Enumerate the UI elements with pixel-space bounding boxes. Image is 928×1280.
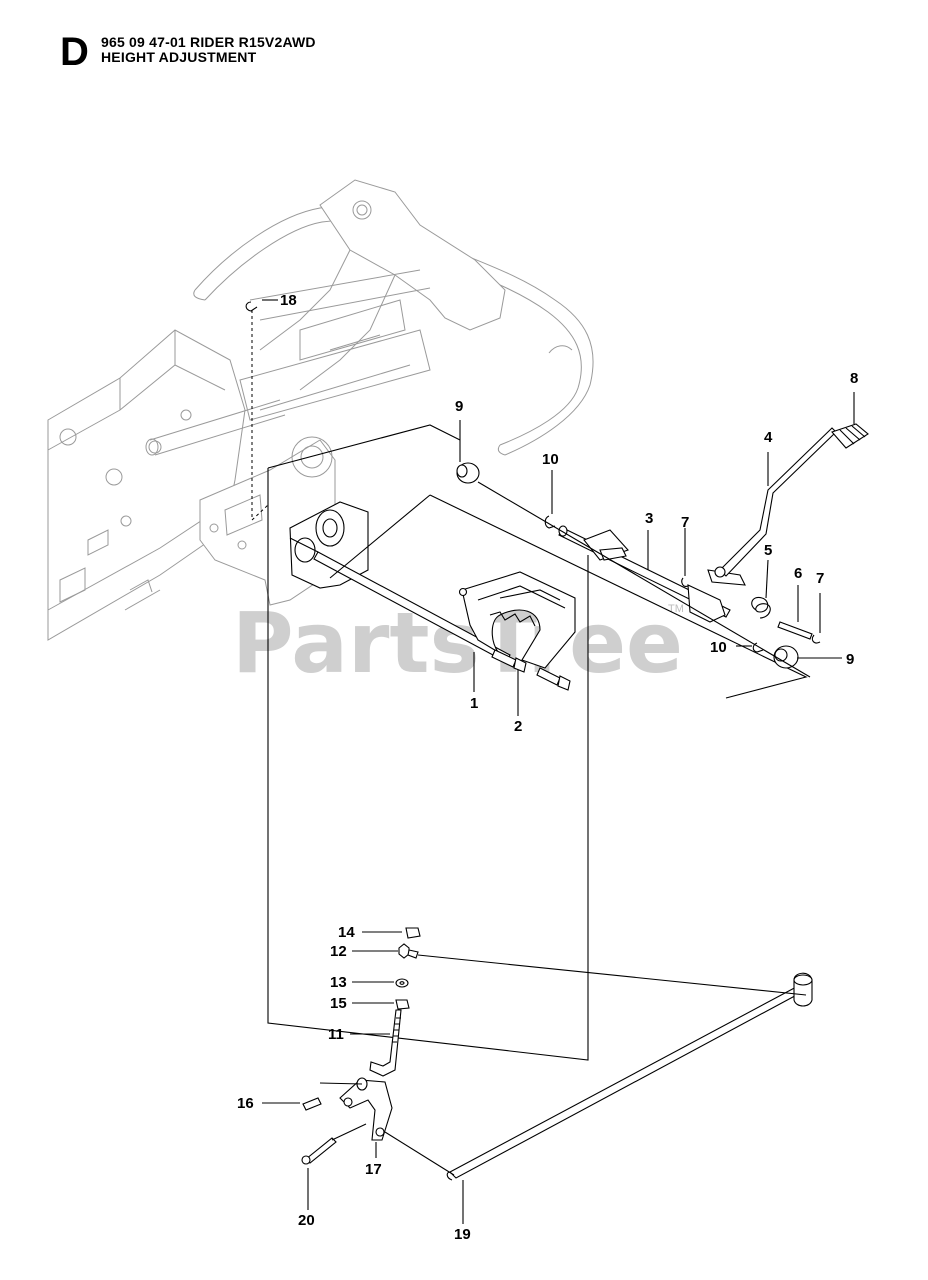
lower-linkage <box>301 927 813 1181</box>
height-lever <box>714 427 837 578</box>
watermark: PartsTree TM <box>232 594 684 692</box>
watermark-trademark: TM <box>668 603 684 615</box>
callout-12: 12 <box>330 943 347 960</box>
callout-10-lower: 10 <box>710 639 727 656</box>
callout-9-lower: 9 <box>846 651 854 668</box>
leader-lines-upper <box>262 299 855 716</box>
callout-labels: 18 8 9 4 10 3 7 5 6 7 10 9 1 2 14 12 13 … <box>237 292 858 1243</box>
callout-20: 20 <box>298 1212 315 1229</box>
callout-2: 2 <box>514 718 522 735</box>
callout-7-lower: 7 <box>816 570 824 587</box>
bushing-lower <box>773 645 799 669</box>
assembly-outline-frame <box>251 310 808 1061</box>
diagram-title-model: 965 09 47-01 RIDER R15V2AWD <box>101 34 316 50</box>
bushing-upper <box>456 462 480 484</box>
bolts <box>491 649 571 691</box>
callout-13: 13 <box>330 974 347 991</box>
lever-knob <box>831 423 869 449</box>
callout-15: 15 <box>330 995 347 1012</box>
callout-16: 16 <box>237 1095 254 1112</box>
callout-3: 3 <box>645 510 653 527</box>
callout-9-upper: 9 <box>455 398 463 415</box>
callout-4: 4 <box>764 429 773 446</box>
callout-8: 8 <box>850 370 858 387</box>
retaining-clips <box>245 301 821 653</box>
callout-11: 11 <box>328 1026 344 1043</box>
height-sector-plate <box>458 571 576 669</box>
spring-and-pin <box>751 596 813 640</box>
watermark-text: PartsTree <box>232 594 683 692</box>
callout-19: 19 <box>454 1226 471 1243</box>
callout-17: 17 <box>365 1161 382 1178</box>
callout-10-upper: 10 <box>542 451 559 468</box>
callout-1: 1 <box>470 695 478 712</box>
callout-7-upper: 7 <box>681 514 689 531</box>
callout-18: 18 <box>280 292 297 309</box>
callout-14: 14 <box>338 924 355 941</box>
pivot-bracket <box>289 501 369 589</box>
leader-lines-lower <box>262 931 807 1224</box>
section-letter: D <box>60 30 89 74</box>
callout-6: 6 <box>794 565 802 582</box>
diagram-title-section: HEIGHT ADJUSTMENT <box>101 49 257 65</box>
callout-5: 5 <box>764 542 772 559</box>
